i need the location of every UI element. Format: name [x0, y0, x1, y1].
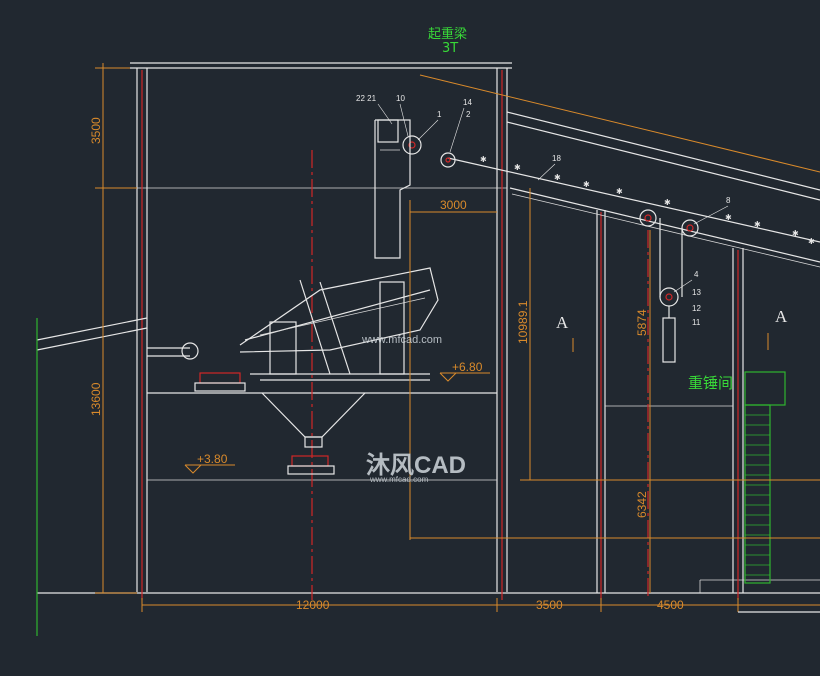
counterweight-takeup — [659, 218, 683, 363]
watermark-url: www.mfcad.com — [369, 475, 429, 484]
level-lower: +3.80 — [197, 452, 228, 466]
callout-18: 18 — [552, 154, 561, 163]
callout-13: 13 — [692, 288, 701, 297]
crane-beam-label: 起重梁 — [428, 26, 467, 42]
callout-8: 8 — [726, 196, 731, 205]
stair-treads — [745, 414, 770, 576]
level-markers — [184, 372, 490, 474]
section-mark-left: A — [556, 313, 569, 332]
callout-1: 1 — [437, 110, 442, 119]
green-stair — [36, 318, 786, 636]
dim-tower-height: 10989.1 — [516, 300, 530, 344]
svg-text:✱: ✱ — [616, 187, 623, 196]
section-arrows — [572, 333, 769, 352]
svg-text:✱: ✱ — [725, 213, 732, 222]
svg-text:✱: ✱ — [664, 198, 671, 207]
inclined-conveyor-gallery — [419, 74, 820, 268]
dimension-lines — [95, 63, 820, 613]
section-mark-right: A — [775, 307, 788, 326]
centerlines — [141, 70, 739, 600]
dim-belt-span: 3000 — [440, 198, 467, 212]
watermark-center: www.mfcad.com — [361, 334, 442, 346]
vibrating-screen — [239, 267, 439, 381]
dim-lower-height: 13600 — [89, 382, 103, 416]
svg-text:✱: ✱ — [792, 229, 799, 238]
head-chute — [374, 119, 411, 259]
counterweight-room-label: 重锤间 — [688, 374, 733, 392]
callout-11: 11 — [692, 318, 701, 327]
incline-idlers: ✱ ✱ ✱ ✱ ✱ ✱ ✱ ✱ ✱ ✱ — [480, 155, 815, 246]
callout-14: 14 — [463, 98, 472, 107]
callout-22-21: 22 21 — [356, 94, 377, 103]
svg-text:✱: ✱ — [480, 155, 487, 164]
dim-span-main: 12000 — [296, 598, 330, 612]
svg-text:✱: ✱ — [514, 163, 521, 172]
watermark: 沐风CAD www.mfcad.com www.mfcad.com — [361, 334, 466, 484]
pulleys — [181, 135, 699, 360]
callout-10: 10 — [396, 94, 405, 103]
dim-span-mid: 3500 — [536, 598, 563, 612]
svg-text:✱: ✱ — [554, 173, 561, 182]
dim-weight-drop: 5874 — [635, 309, 649, 336]
callout-leaders — [377, 103, 729, 293]
dim-weight-base: 6342 — [635, 491, 649, 518]
svg-text:✱: ✱ — [583, 180, 590, 189]
dim-top-height: 3500 — [89, 117, 103, 144]
discharge-hopper — [261, 392, 366, 448]
level-upper: +6.80 — [452, 360, 483, 374]
callout-2: 2 — [466, 110, 471, 119]
building-frame — [37, 62, 820, 594]
crane-capacity: 3T — [442, 41, 458, 56]
dim-span-right: 4500 — [657, 598, 684, 612]
callout-12: 12 — [692, 304, 701, 313]
watermark-logo: 沐风CAD — [366, 452, 466, 479]
callout-4: 4 — [694, 270, 699, 279]
belt-conveyors — [36, 317, 335, 475]
svg-text:✱: ✱ — [754, 220, 761, 229]
svg-text:✱: ✱ — [808, 237, 815, 246]
